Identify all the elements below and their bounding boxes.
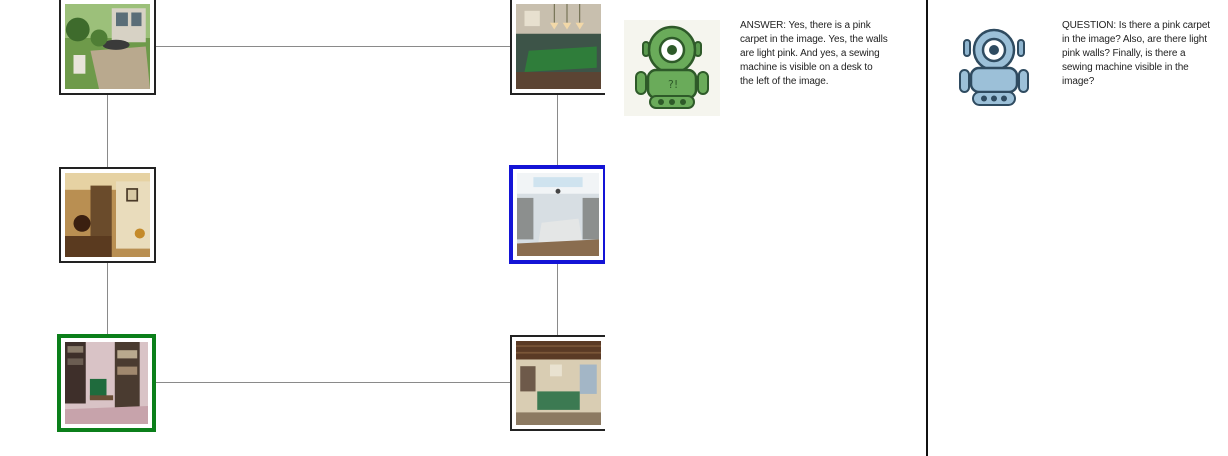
question-text: QUESTION: Is there a pink carpet in the … [1062,20,1210,87]
blue-robot-icon [958,28,1030,110]
svg-text:?!: ?! [668,78,678,91]
edge-bottom [155,382,511,383]
answer-text: ANSWER: Yes, there is a pink carpet in t… [740,20,888,87]
pool-room-photo [516,341,601,425]
edge-left-lower [107,262,108,336]
edge-top [155,46,511,47]
node-garden-patio[interactable] [59,0,156,95]
node-pool-room[interactable] [510,335,605,431]
node-hallway[interactable] [59,167,156,263]
green-robot-icon: ?! [624,20,720,116]
edge-right-upper [557,95,558,166]
sewing-room-photo [65,342,148,424]
kitchen-photo [517,173,599,256]
panel-divider [926,0,928,456]
room-graph [0,0,605,456]
billiard-room-photo [516,4,601,89]
edge-left-upper [107,95,108,168]
node-sewing-room-current[interactable] [57,334,156,432]
patio-photo [65,4,150,89]
edge-right-lower [557,264,558,336]
hallway-photo [65,173,150,257]
node-billiard-room[interactable] [510,0,605,95]
node-kitchen-target[interactable] [509,165,605,264]
